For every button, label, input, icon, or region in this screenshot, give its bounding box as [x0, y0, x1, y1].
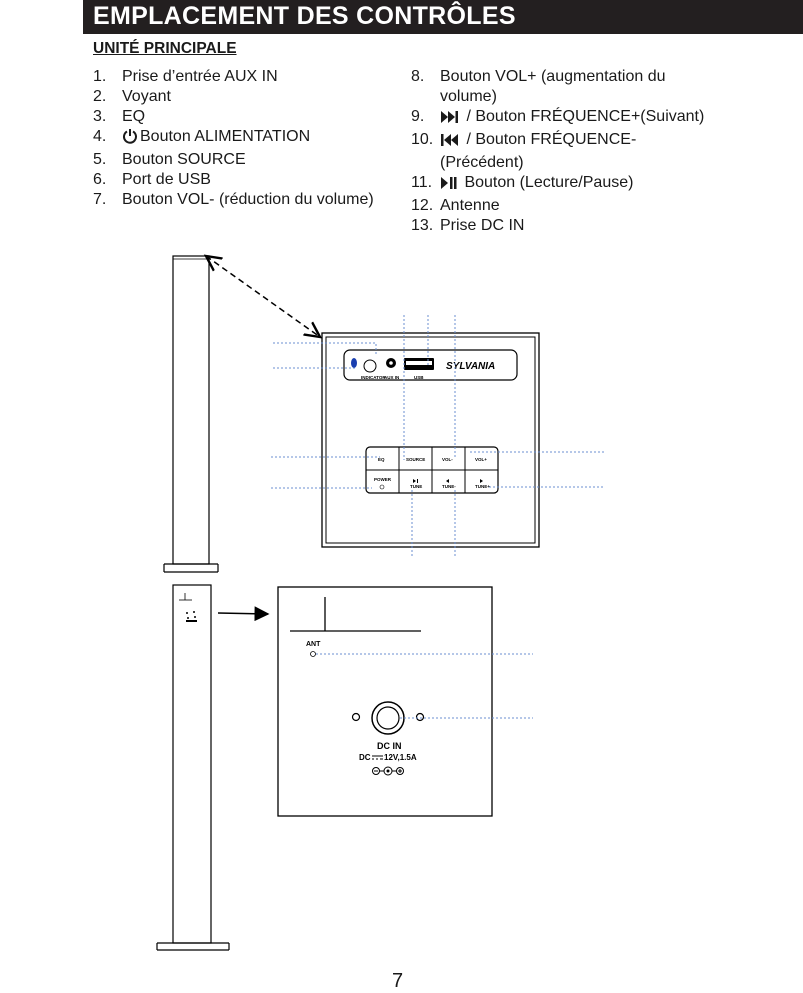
dc-in-label: DC IN — [377, 741, 402, 751]
brand-logo: SYLVANIA — [446, 361, 495, 372]
title-bar: EMPLACEMENT DES CONTRÔLES — [83, 0, 803, 34]
list-item: 9. / Bouton FRÉQUENCE+(Suivant) — [411, 107, 710, 130]
power-icon — [122, 128, 138, 150]
leader-lines-top — [271, 315, 604, 557]
page-title: EMPLACEMENT DES CONTRÔLES — [93, 2, 516, 30]
indicator-light — [351, 358, 357, 368]
section-title: UNITÉ PRINCIPALE — [93, 40, 237, 57]
indicator-label: INDICATOR — [361, 375, 386, 380]
list-item: 8.Bouton VOL+ (augmentation du volume) — [411, 68, 666, 105]
list-item: 10. / Bouton FRÉQUENCE-(Précédent) — [411, 131, 637, 171]
tune-button: TUNE — [410, 484, 422, 489]
vol-plus-button: VOL+ — [475, 457, 487, 462]
controls-list-right: 8.Bouton VOL+ (augmentation du volume) 9… — [411, 67, 710, 236]
previous-track-icon — [440, 133, 460, 153]
list-item: 4.Bouton ALIMENTATION — [93, 127, 374, 150]
page-number: 7 — [392, 970, 404, 992]
rear-zoom-arrow — [217, 606, 270, 622]
list-item: 5.Bouton SOURCE — [93, 151, 246, 168]
list-item: 1.Prise d’entrée AUX IN — [93, 68, 278, 85]
dc-spec-prefix: DC — [359, 753, 371, 762]
leader-lines-rear — [316, 653, 533, 719]
antenna-jack — [310, 651, 316, 657]
rear-panel: ANT DC IN DC 12V,1.5A — [277, 586, 493, 817]
list-item: 3.EQ — [93, 108, 146, 125]
source-button: SOURCE — [406, 457, 425, 462]
usb-label: USB — [414, 375, 424, 380]
top-control-panel: INDICATOR AUX IN USB SYLVANIA EQ SOURCE … — [321, 332, 540, 548]
dc-spec-value: 12V,1.5A — [384, 753, 417, 762]
list-item: 2.Voyant — [93, 88, 171, 105]
list-item: 12.Antenne — [411, 197, 500, 214]
list-item: 6.Port de USB — [93, 171, 211, 188]
aux-in-label: AUX IN — [384, 375, 399, 380]
polarity-icon — [372, 766, 404, 776]
controls-list-left: 1.Prise d’entrée AUX IN 2.Voyant 3.EQ 4.… — [93, 67, 374, 210]
list-item: 7.Bouton VOL- (réduction du volume) — [93, 191, 374, 208]
zoom-arrow — [206, 256, 320, 337]
antenna-label: ANT — [306, 641, 321, 648]
eq-button: EQ — [378, 457, 385, 462]
tune-minus-button: TUNE- — [442, 484, 456, 489]
tune-plus-button: TUNE+ — [475, 484, 490, 489]
power-button: POWER — [374, 477, 392, 482]
tower-upper — [163, 255, 219, 573]
tower-lower — [156, 584, 230, 951]
play-pause-icon — [440, 176, 458, 196]
list-item: 13.Prise DC IN — [411, 217, 525, 234]
vol-minus-button: VOL- — [442, 457, 453, 462]
next-track-icon — [440, 110, 460, 130]
list-item: 11. Bouton (Lecture/Pause) — [411, 173, 710, 196]
